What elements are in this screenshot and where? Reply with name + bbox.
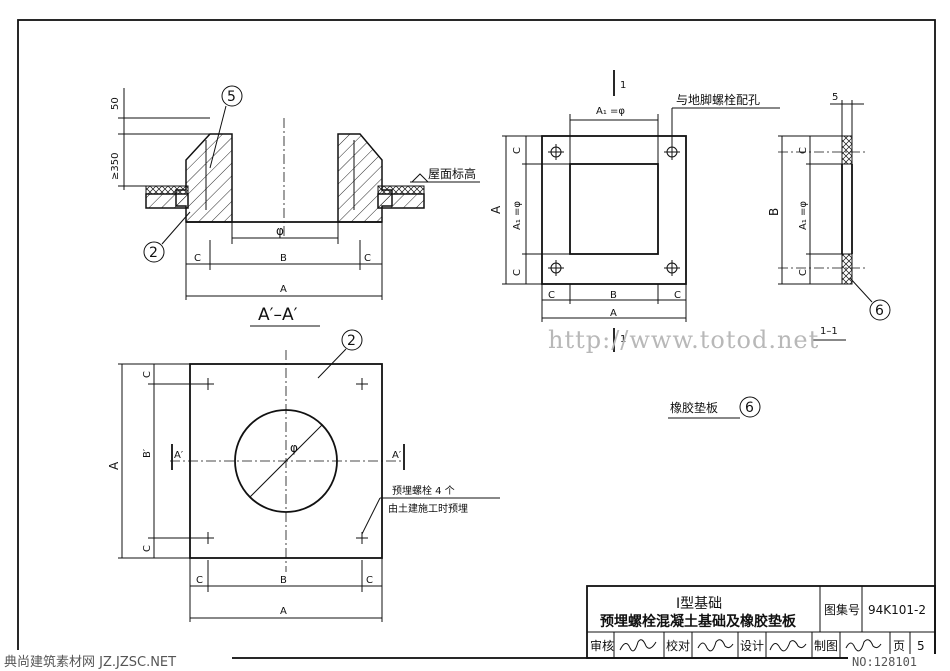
- plan-view: φ 2 A′ A′ A C B′ C C B: [107, 329, 500, 622]
- section-title: A′–A′: [258, 305, 298, 325]
- callout-2-plan-text: 2: [347, 333, 356, 349]
- side-dim-c-top: C: [798, 147, 809, 154]
- plan-dim-a-vertical: A: [107, 461, 121, 470]
- draw-signature: [845, 639, 882, 652]
- section-dim-c-left: C: [194, 253, 201, 264]
- check-signature: [697, 639, 734, 652]
- plan-dim-c-top: C: [142, 371, 153, 378]
- plan-dim-b: B: [280, 575, 287, 586]
- pedestal-right: [337, 133, 393, 223]
- plan-note-line1: 预埋螺栓 4 个: [392, 484, 455, 497]
- callout-2-section: [143, 241, 165, 263]
- pad-dim-b: B: [610, 290, 617, 301]
- dim-350: ≥350: [110, 153, 121, 180]
- pad-dim-c-bot-left: C: [512, 269, 523, 276]
- pad-section-mark-bottom: 1: [620, 334, 626, 345]
- side-dim-c-bottom: C: [798, 269, 809, 276]
- pad-a1-top: A₁ =φ: [596, 106, 625, 117]
- pad-side-view: 5 B C A₁ =φ C 6 1–1: [767, 92, 891, 341]
- plan-dim-c-left: C: [196, 575, 203, 586]
- pedestal-left: [175, 133, 233, 223]
- page-number: 5: [917, 639, 925, 653]
- pad-dim-c-top-left: C: [512, 147, 523, 154]
- draw-label: 制图: [814, 639, 838, 653]
- callout-5: [221, 85, 243, 107]
- section-dim-c-right: C: [364, 253, 371, 264]
- watermark: http://www.totod.net: [548, 326, 819, 354]
- plan-note-line2: 由土建施工时预埋: [388, 502, 468, 515]
- section-aa-view: 50 ≥350 5 2 屋面标高 φ C B C A A′–A′: [110, 85, 480, 327]
- callout-6-side: [869, 299, 891, 321]
- pad-dim-c-right: C: [674, 290, 681, 301]
- check-label: 校对: [666, 638, 690, 653]
- atlas-number: 94K101-2: [868, 603, 926, 617]
- pad-opening: [569, 163, 659, 255]
- plan-dim-c-right: C: [366, 575, 373, 586]
- plan-dim-b-side: B′: [142, 448, 153, 458]
- footer-left: 典尚建筑素材网 JZ.JZSC.NET: [4, 654, 176, 670]
- pad-caption: 橡胶垫板 6: [668, 396, 761, 419]
- callout-5-text: 5: [227, 89, 236, 105]
- review-signature: [619, 639, 657, 652]
- pad-dim-a-vertical: A: [489, 205, 503, 214]
- pad-outline: [541, 135, 687, 285]
- pad-section-mark-top: 1: [620, 80, 626, 91]
- design-signature: [769, 640, 807, 652]
- side-a1: A₁ =φ: [798, 201, 809, 230]
- side-pad-top-section: [841, 135, 853, 165]
- pad-plan-view: 1 A₁ =φ 与地脚螺栓配孔 A C A₁ =φ C C B C A 1: [489, 70, 780, 352]
- section-phi: φ: [276, 224, 284, 238]
- side-dim-b: B: [767, 208, 781, 216]
- sheet-border: [17, 19, 936, 659]
- footer-right: NO:128101: [852, 655, 917, 669]
- callout-6-caption-text: 6: [745, 400, 754, 416]
- plan-dim-c-bottom: C: [142, 545, 153, 552]
- roof-elevation-label: 屋面标高: [428, 166, 476, 181]
- plan-dim-a: A: [280, 606, 287, 617]
- pad-dim-a: A: [610, 308, 617, 319]
- review-label: 审核: [590, 638, 614, 653]
- callout-2-section-text: 2: [149, 245, 158, 261]
- atlas-label: 图集号: [824, 602, 860, 617]
- side-pad-bottom-section: [841, 253, 853, 285]
- section-dim-b: B: [280, 253, 287, 264]
- plan-section-mark-right: A′: [392, 450, 402, 461]
- side-title: 1–1: [820, 326, 838, 337]
- title-block: Ⅰ型基础 预埋螺栓混凝土基础及橡胶垫板 图集号 94K101-2 审核 校对 设…: [586, 585, 936, 659]
- page-label: 页: [893, 639, 905, 653]
- title-line2: 预埋螺栓混凝土基础及橡胶垫板: [600, 613, 797, 630]
- plan-phi: φ: [290, 441, 298, 455]
- pad-a1-side: A₁ =φ: [512, 201, 523, 230]
- section-dim-a: A: [280, 284, 287, 295]
- pad-hole-note: 与地脚螺栓配孔: [676, 92, 760, 107]
- pad-dim-c-left: C: [548, 290, 555, 301]
- callout-2-plan: [341, 329, 363, 351]
- pad-caption-text: 橡胶垫板: [670, 400, 718, 415]
- callout-6-caption: [739, 396, 761, 418]
- side-dim-5: 5: [832, 92, 838, 103]
- callout-6-side-text: 6: [875, 303, 884, 319]
- design-label: 设计: [740, 639, 764, 653]
- pad-bolt-holes: [548, 144, 680, 276]
- dim-50: 50: [110, 97, 121, 110]
- title-line1: Ⅰ型基础: [676, 595, 722, 612]
- plan-section-mark-left: A′: [174, 450, 184, 461]
